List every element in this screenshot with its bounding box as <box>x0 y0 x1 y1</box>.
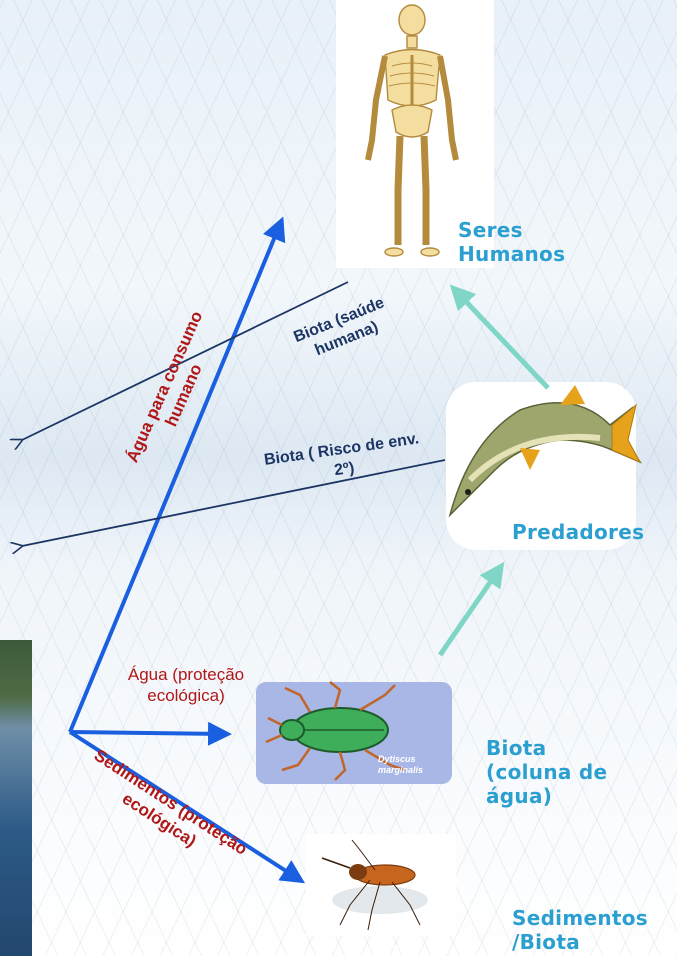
arrow-biota-to-predators <box>440 568 500 655</box>
fish-illustration <box>450 385 640 515</box>
skeleton-illustration <box>368 5 456 256</box>
receptor-sediments-label: Sedimentos /Biota <box>512 906 648 954</box>
insect-caption-line2: marginalis <box>378 765 423 775</box>
receptor-humans-label: Seres Humanos <box>458 218 565 266</box>
pathway-water-ecological-label: Água (proteção ecológica) <box>106 664 266 706</box>
arrow-predators-to-humans <box>455 290 548 388</box>
arrow-to-water-biota <box>70 732 226 734</box>
receptor-water-column-label: Biota (coluna de água) <box>486 736 607 808</box>
mosquito-illustration <box>322 840 428 930</box>
insect-caption-line1: Dytiscus <box>378 754 416 764</box>
receptor-predators-label: Predadores <box>512 520 644 544</box>
